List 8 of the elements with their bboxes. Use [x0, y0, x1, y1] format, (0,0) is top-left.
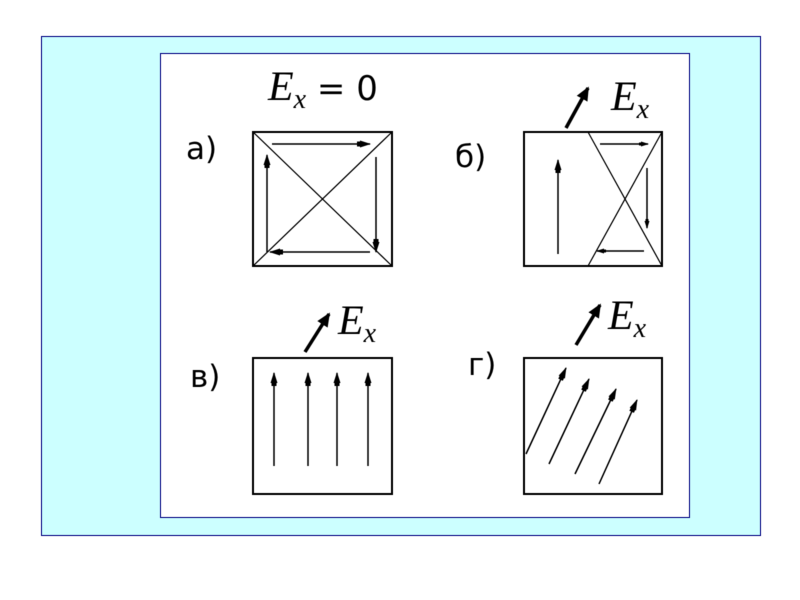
panel-label: в) [190, 362, 220, 393]
field-label: E$_{x}$ [338, 300, 376, 348]
panel-label: б) [455, 142, 486, 173]
field-label: E$_{x}$ [611, 76, 650, 124]
panel-label: а) [186, 134, 218, 165]
field-label: E$_{x}$ [608, 295, 646, 343]
panel-label: г) [468, 350, 496, 381]
field-label: E$_{x}$ = 0 [268, 66, 378, 114]
